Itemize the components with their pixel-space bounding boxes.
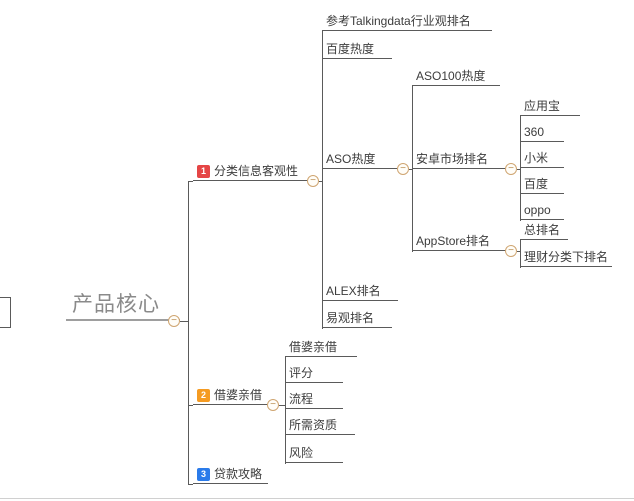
connector-line: [188, 181, 189, 485]
collapse-icon[interactable]: −: [267, 399, 279, 411]
node-label: 借婆亲借: [214, 388, 263, 402]
node-total-rank[interactable]: 总排名: [520, 223, 568, 240]
connector-line: [188, 181, 193, 182]
root-label: 产品核心: [72, 293, 160, 316]
connector-line: [409, 169, 412, 170]
node-label: 风险: [289, 446, 314, 460]
node-loan-strategy[interactable]: 3 贷款攻略: [193, 467, 268, 484]
connector-line: [180, 321, 188, 322]
connector-line: [188, 405, 193, 406]
node-label: 应用宝: [524, 99, 561, 113]
node-android-market-rank[interactable]: 安卓市场排名: [412, 152, 506, 169]
node-baidu[interactable]: 百度: [520, 177, 564, 194]
connector-line: [517, 251, 520, 252]
node-baidu-heat[interactable]: 百度热度: [322, 42, 392, 59]
collapse-icon[interactable]: −: [307, 175, 319, 187]
connector-line: [0, 297, 10, 298]
node-label: 借婆亲借: [289, 340, 338, 354]
node-360[interactable]: 360: [520, 125, 564, 142]
node-label: AppStore排名: [416, 234, 491, 248]
connector-line: [10, 297, 11, 328]
connector-line: [520, 116, 521, 221]
connector-line: [322, 31, 323, 329]
node-label: 理财分类下排名: [524, 250, 609, 264]
connector-line: [188, 484, 193, 485]
connector-line: [520, 240, 521, 268]
node-label: 360: [524, 125, 545, 139]
canvas-edge: [0, 498, 634, 499]
node-borrow-experience-child[interactable]: 借婆亲借: [285, 340, 357, 357]
node-label: 流程: [289, 392, 314, 406]
node-wealth-category-rank[interactable]: 理财分类下排名: [520, 250, 612, 267]
node-talkingdata-industry-rank[interactable]: 参考Talkingdata行业观排名: [322, 14, 492, 31]
collapse-icon[interactable]: −: [505, 163, 517, 175]
node-yingyongbao[interactable]: 应用宝: [520, 99, 580, 116]
node-label: ASO热度: [326, 152, 376, 166]
node-label: 总排名: [524, 223, 561, 237]
node-process[interactable]: 流程: [285, 392, 343, 409]
priority-3-badge: 3: [197, 468, 210, 481]
priority-1-badge: 1: [197, 165, 210, 178]
node-label: 易观排名: [326, 311, 375, 325]
node-required-qualifications[interactable]: 所需资质: [285, 418, 355, 435]
node-label: 小米: [524, 151, 549, 165]
node-appstore-rank[interactable]: AppStore排名: [412, 234, 506, 251]
node-label: 百度热度: [326, 42, 375, 56]
node-aso-heat[interactable]: ASO热度: [322, 152, 398, 169]
collapse-icon[interactable]: −: [397, 163, 409, 175]
node-yiguan-rank[interactable]: 易观排名: [322, 311, 392, 328]
node-product-core[interactable]: 产品核心: [66, 292, 180, 321]
collapse-icon[interactable]: −: [168, 315, 180, 327]
node-label: 分类信息客观性: [214, 164, 299, 178]
node-label: 评分: [289, 366, 314, 380]
node-label: ASO100热度: [416, 69, 486, 83]
node-label: ALEX排名: [326, 284, 381, 298]
node-label: 安卓市场排名: [416, 152, 489, 166]
node-label: 贷款攻略: [214, 467, 263, 481]
connector-line: [412, 86, 413, 252]
node-label: oppo: [524, 203, 551, 217]
node-label: 所需资质: [289, 418, 338, 432]
connector-line: [285, 357, 286, 464]
node-alex-rank[interactable]: ALEX排名: [322, 284, 398, 301]
node-score[interactable]: 评分: [285, 366, 343, 383]
node-label: 参考Talkingdata行业观排名: [326, 14, 471, 28]
node-risk[interactable]: 风险: [285, 446, 343, 463]
connector-line: [279, 405, 285, 406]
node-oppo[interactable]: oppo: [520, 203, 564, 220]
node-borrow-experience[interactable]: 2 借婆亲借: [193, 388, 268, 405]
node-label: 百度: [524, 177, 549, 191]
connector-line: [517, 169, 520, 170]
connector-line: [319, 181, 322, 182]
connector-line: [0, 327, 10, 328]
collapse-icon[interactable]: −: [505, 245, 517, 257]
node-aso100-heat[interactable]: ASO100热度: [412, 69, 500, 86]
node-category-info-objectivity[interactable]: 1 分类信息客观性: [193, 164, 308, 181]
priority-2-badge: 2: [197, 389, 210, 402]
node-xiaomi[interactable]: 小米: [520, 151, 564, 168]
